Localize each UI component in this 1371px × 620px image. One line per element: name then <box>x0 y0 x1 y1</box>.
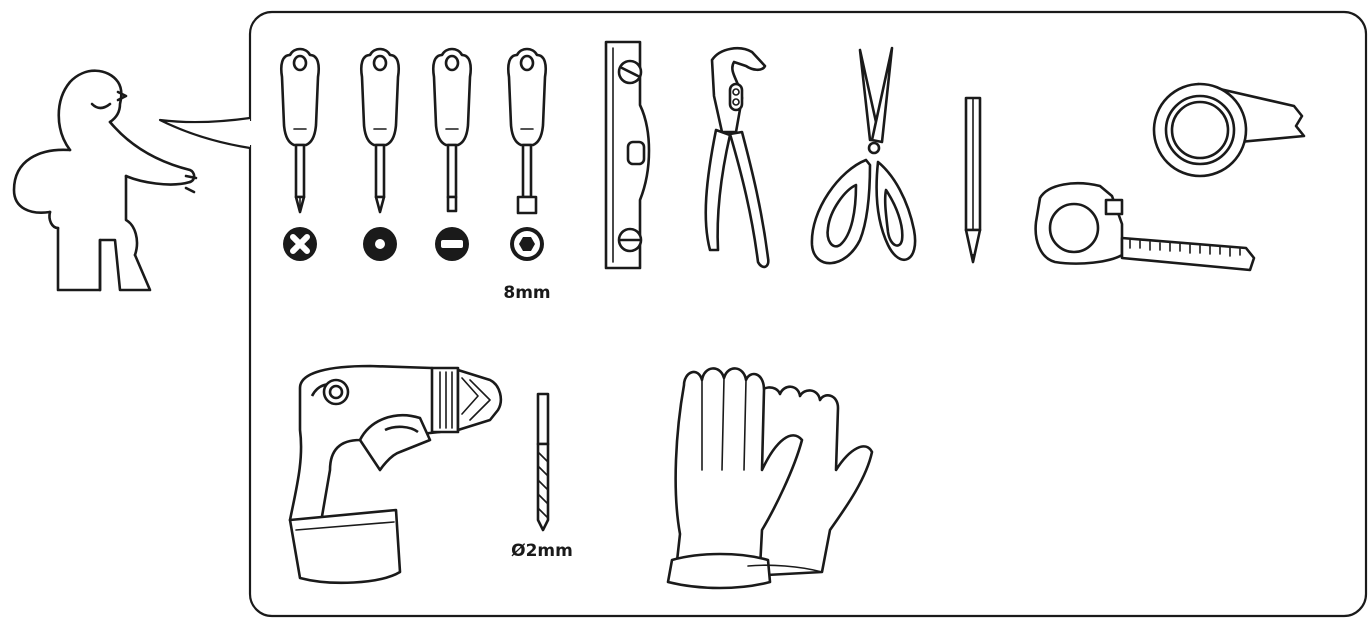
dot-icon <box>363 227 397 261</box>
hexagon-icon <box>510 227 544 261</box>
cordless-drill <box>288 364 503 585</box>
hex-bit-size-label: 8mm <box>503 283 550 303</box>
assembly-person-figure <box>12 69 198 292</box>
pencil <box>964 96 982 264</box>
cross-icon <box>283 227 317 261</box>
flathead-screwdriver <box>431 47 473 213</box>
spirit-level <box>604 40 651 270</box>
adhesive-tape-roll <box>1152 82 1306 178</box>
speech-bubble <box>158 10 1368 618</box>
hex-nut-driver <box>506 47 548 215</box>
slot-icon <box>435 227 469 261</box>
pozidriv-screwdriver <box>359 47 401 214</box>
water-pump-pliers <box>704 46 770 269</box>
drill-bit-size-label: Ø2mm <box>511 541 573 561</box>
work-gloves <box>666 367 874 590</box>
scissors <box>810 46 917 265</box>
phillips-screwdriver <box>279 47 321 214</box>
drill-bit <box>536 392 550 532</box>
measuring-tape <box>1034 182 1256 272</box>
